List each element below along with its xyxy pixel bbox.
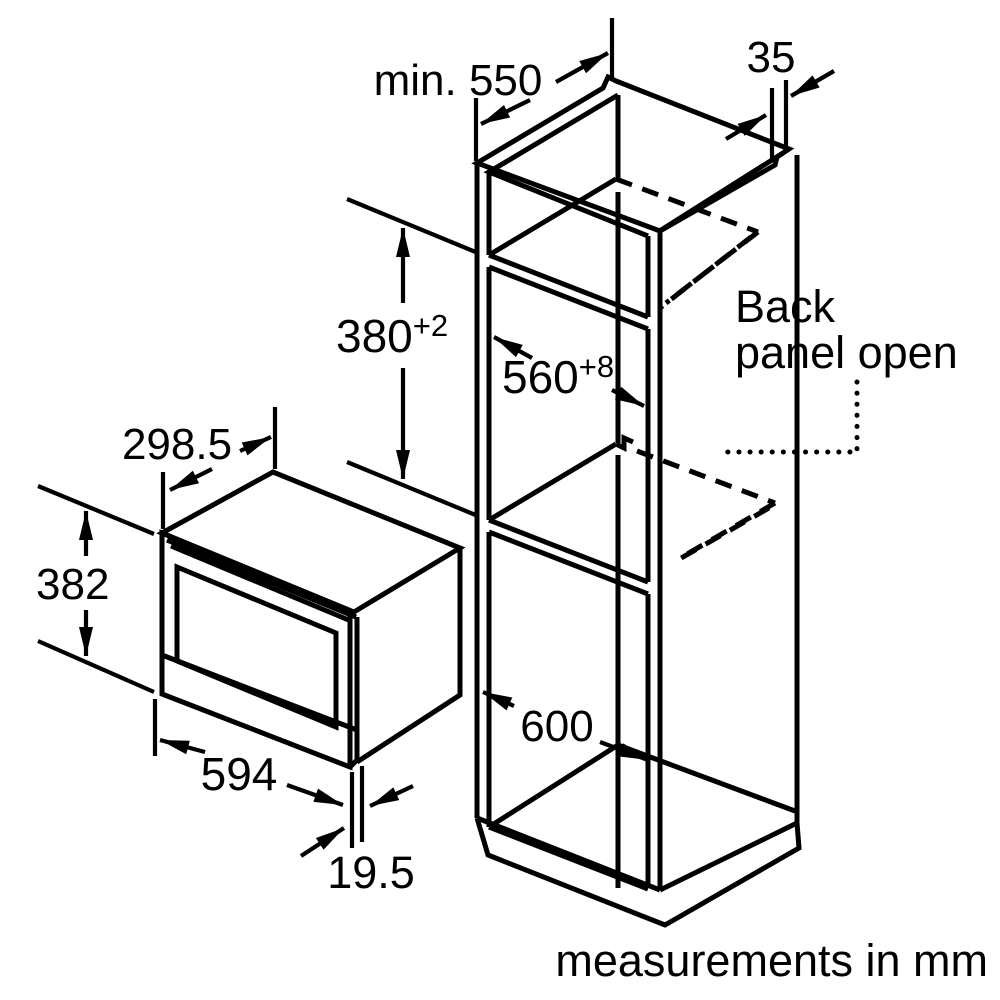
middle-shelf-hidden-edges xyxy=(636,448,777,564)
dim-ticks xyxy=(160,407,278,529)
dim-label-bottom-width: 600 xyxy=(520,702,593,751)
top-shelf-hidden-edges xyxy=(615,176,760,310)
cabinet-floor xyxy=(476,742,796,893)
dim-ticks xyxy=(769,80,789,160)
dim-niche-width: 560+8 xyxy=(492,335,645,408)
dim-cabinet-top-depth: min. 550 xyxy=(374,18,615,161)
plinth-outline xyxy=(474,817,802,928)
dim-label-niche-width: 560+8 xyxy=(502,349,614,403)
dim-arrow-right xyxy=(286,783,344,807)
dim-arrow-left xyxy=(159,737,206,755)
note-back-panel: Back panel open xyxy=(715,281,958,455)
plinth xyxy=(474,817,802,928)
dim-ticks xyxy=(349,766,365,848)
microwave-top-seam xyxy=(166,537,357,620)
dim-arrow-left xyxy=(480,98,531,126)
dim-arrow-downright xyxy=(599,740,649,762)
dim-appliance-width: 594 xyxy=(152,699,344,807)
dim-arrow-left xyxy=(724,113,768,141)
door-top-bevel xyxy=(170,543,352,624)
dim-arrow-upperright xyxy=(369,784,414,808)
door-window xyxy=(174,563,339,731)
dim-arrow-upleft xyxy=(482,690,515,711)
middle-shelf xyxy=(487,434,777,597)
dim-extension-lines xyxy=(37,484,155,694)
back-panel-note-line2: panel open xyxy=(735,327,958,378)
dim-appliance-depth: 298.5 xyxy=(122,407,278,529)
door-edge-thickness xyxy=(348,617,360,769)
dim-label-door-protrusion: 19.5 xyxy=(327,847,415,898)
dim-label-panel-thickness: 35 xyxy=(747,33,796,82)
dim-ticks xyxy=(473,18,615,161)
floor-edges xyxy=(476,742,796,893)
door-mid-line xyxy=(161,652,358,733)
dim-door-protrusion: 19.5 xyxy=(299,766,415,898)
units-note: measurements in mm xyxy=(555,935,988,986)
top-shelf-front xyxy=(487,176,649,332)
microwave xyxy=(156,469,466,771)
dim-arrow-right xyxy=(554,51,610,84)
dim-label-appliance-width: 594 xyxy=(201,748,278,800)
dim-appliance-height: 382 xyxy=(36,484,155,694)
cabinet xyxy=(471,73,802,928)
dim-niche-height: 380+2 xyxy=(336,197,479,518)
dim-arrow-lowerleft xyxy=(299,826,346,858)
dim-arrow-right xyxy=(789,69,836,98)
dim-label-niche-height: 380+2 xyxy=(336,308,448,362)
dim-side-panel-thickness: 35 xyxy=(724,33,836,160)
top-shelf xyxy=(487,176,760,332)
back-panel-leader-dotted xyxy=(715,379,860,455)
cabinet-top-inner-edge xyxy=(656,150,785,235)
dim-label-appliance-depth: 298.5 xyxy=(122,420,232,469)
dim-label-top-depth: min. 550 xyxy=(374,56,543,105)
microwave-door xyxy=(159,529,360,771)
dim-arrow-left xyxy=(169,467,213,492)
dim-arrow-downright xyxy=(611,386,645,408)
middle-shelf-front xyxy=(487,434,649,597)
microwave-right-face xyxy=(355,548,463,765)
dim-cabinet-bottom: 600 xyxy=(482,690,649,762)
dim-arrow-upleft xyxy=(492,335,534,360)
back-panel-note-line1: Back xyxy=(735,281,836,332)
dim-label-appliance-height: 382 xyxy=(36,560,109,609)
dim-extension-lines xyxy=(346,197,479,518)
dim-arrow-right xyxy=(239,435,272,456)
